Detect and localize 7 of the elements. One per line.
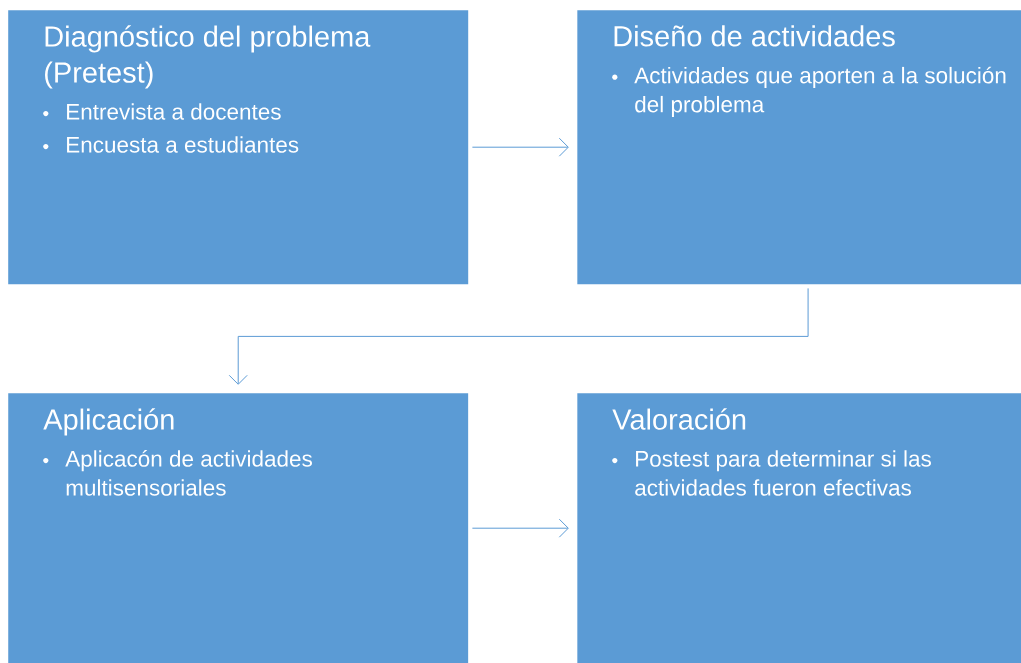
process-box: Diagnóstico del problema (Pretest) Entrevista a docentes Encuesta a estudiantes xyxy=(8,10,469,285)
process-box: Aplicación Aplicacón de actividades multisensoriales xyxy=(8,393,469,663)
arrow xyxy=(228,287,809,385)
arrow xyxy=(471,137,569,157)
arrow xyxy=(471,518,569,538)
process-box: Diseño de actividades Actividades que aporten a la solución del problema xyxy=(577,10,1021,285)
process-box: Valoración Postest para determinar si las actividades fueron efectivas xyxy=(577,393,1021,663)
